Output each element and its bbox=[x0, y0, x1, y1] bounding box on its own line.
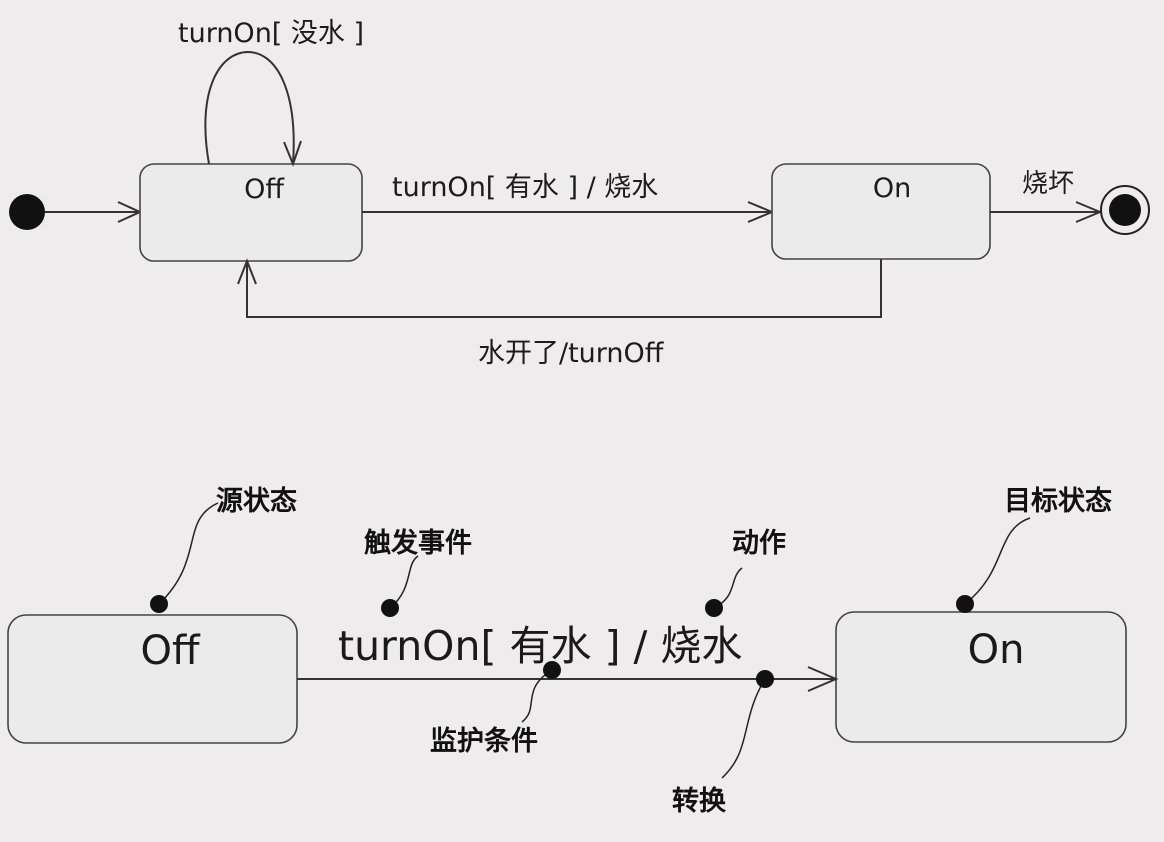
transition-marker bbox=[756, 670, 774, 688]
state-off-label: Off bbox=[244, 174, 285, 205]
target-state-label: On bbox=[968, 627, 1025, 673]
target-state-annotation: 目标状态 bbox=[1004, 486, 1112, 517]
self-loop-transition bbox=[204, 50, 295, 165]
on-to-off-label: 水开了/turnOff bbox=[478, 338, 665, 369]
on-to-final-arrowhead bbox=[1075, 201, 1103, 223]
source-state-marker bbox=[150, 595, 168, 613]
guard-condition-annotation: 监护条件 bbox=[430, 726, 538, 757]
action-annotation: 动作 bbox=[732, 528, 786, 559]
self-loop-label: turnOn[ 没水 ] bbox=[178, 18, 364, 49]
final-node-ring bbox=[1100, 185, 1150, 235]
guard-condition-marker bbox=[543, 661, 561, 679]
initial-node bbox=[9, 194, 45, 230]
source-state-annotation: 源状态 bbox=[216, 486, 297, 517]
source-state-leader bbox=[158, 502, 219, 605]
top-state-machine: Off turnOn[ 没水 ] turnOn[ 有水 ] / 烧水 On 烧坏… bbox=[9, 18, 1150, 369]
final-node bbox=[1109, 194, 1141, 226]
transition-arrowhead bbox=[807, 666, 839, 692]
trigger-event-annotation: 触发事件 bbox=[364, 527, 472, 559]
on-to-off-transition bbox=[246, 259, 882, 318]
off-to-on-label: turnOn[ 有水 ] / 烧水 bbox=[392, 172, 658, 203]
target-state-leader bbox=[964, 517, 1031, 605]
self-loop-arrowhead bbox=[283, 140, 302, 167]
action-marker bbox=[705, 599, 723, 617]
transition-leader bbox=[721, 678, 766, 779]
target-state bbox=[835, 611, 1127, 743]
trigger-event-marker bbox=[381, 599, 399, 617]
transition-label: turnOn[ 有水 ] / 烧水 bbox=[338, 622, 742, 670]
transition-annotation: 转换 bbox=[672, 786, 727, 817]
bottom-transition-anatomy: Off On turnOn[ 有水 ] / 烧水 源状态 触发事件 动作 目标状… bbox=[7, 486, 1127, 817]
source-state-label: Off bbox=[140, 628, 200, 674]
state-on-label: On bbox=[873, 173, 911, 204]
guard-condition-leader bbox=[521, 669, 553, 723]
on-to-final-label: 烧坏 bbox=[1022, 169, 1074, 199]
target-state-marker bbox=[956, 595, 974, 613]
on-to-off-arrowhead bbox=[237, 258, 257, 285]
